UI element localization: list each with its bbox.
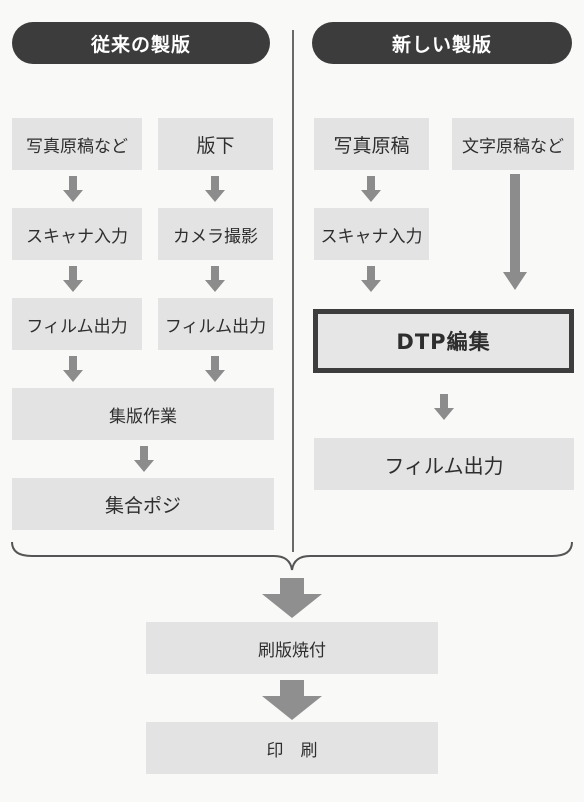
arrow-down-icon [434,394,454,420]
box-film-output-right: フィルム出力 [314,438,574,490]
brace-merge-icon [11,541,573,571]
arrow-down-icon [361,176,381,202]
arrow-down-icon [361,266,381,292]
box-block-copy: 版下 [158,118,273,170]
box-scanner-input-right: スキャナ入力 [314,208,429,260]
arrow-down-icon [205,356,225,382]
arrow-down-icon [63,176,83,202]
arrow-down-icon [205,266,225,292]
box-dtp-editing: DTP編集 [313,309,574,373]
box-stripping-work: 集版作業 [12,388,274,440]
box-camera-shooting: カメラ撮影 [158,208,273,260]
box-printing: 印 刷 [146,722,438,774]
box-photo-manuscripts-etc: 写真原稿など [12,118,142,170]
box-photo-manuscripts: 写真原稿 [314,118,429,170]
long-arrow-down-icon [503,174,527,290]
arrow-down-icon [63,266,83,292]
section-divider [292,30,294,552]
box-plate-exposure: 刷版焼付 [146,622,438,674]
big-arrow-down-icon [262,680,322,720]
arrow-down-icon [205,176,225,202]
box-scanner-input-left: スキャナ入力 [12,208,142,260]
box-film-output-left-2: フィルム出力 [158,298,273,350]
header-traditional-prepress: 従来の製版 [12,22,270,64]
box-film-output-left-1: フィルム出力 [12,298,142,350]
header-new-prepress: 新しい製版 [312,22,572,64]
box-composite-positive: 集合ポジ [12,478,274,530]
arrow-down-icon [63,356,83,382]
big-arrow-down-icon [262,578,322,618]
box-text-manuscripts-etc: 文字原稿など [452,118,574,170]
arrow-down-icon [134,446,154,472]
